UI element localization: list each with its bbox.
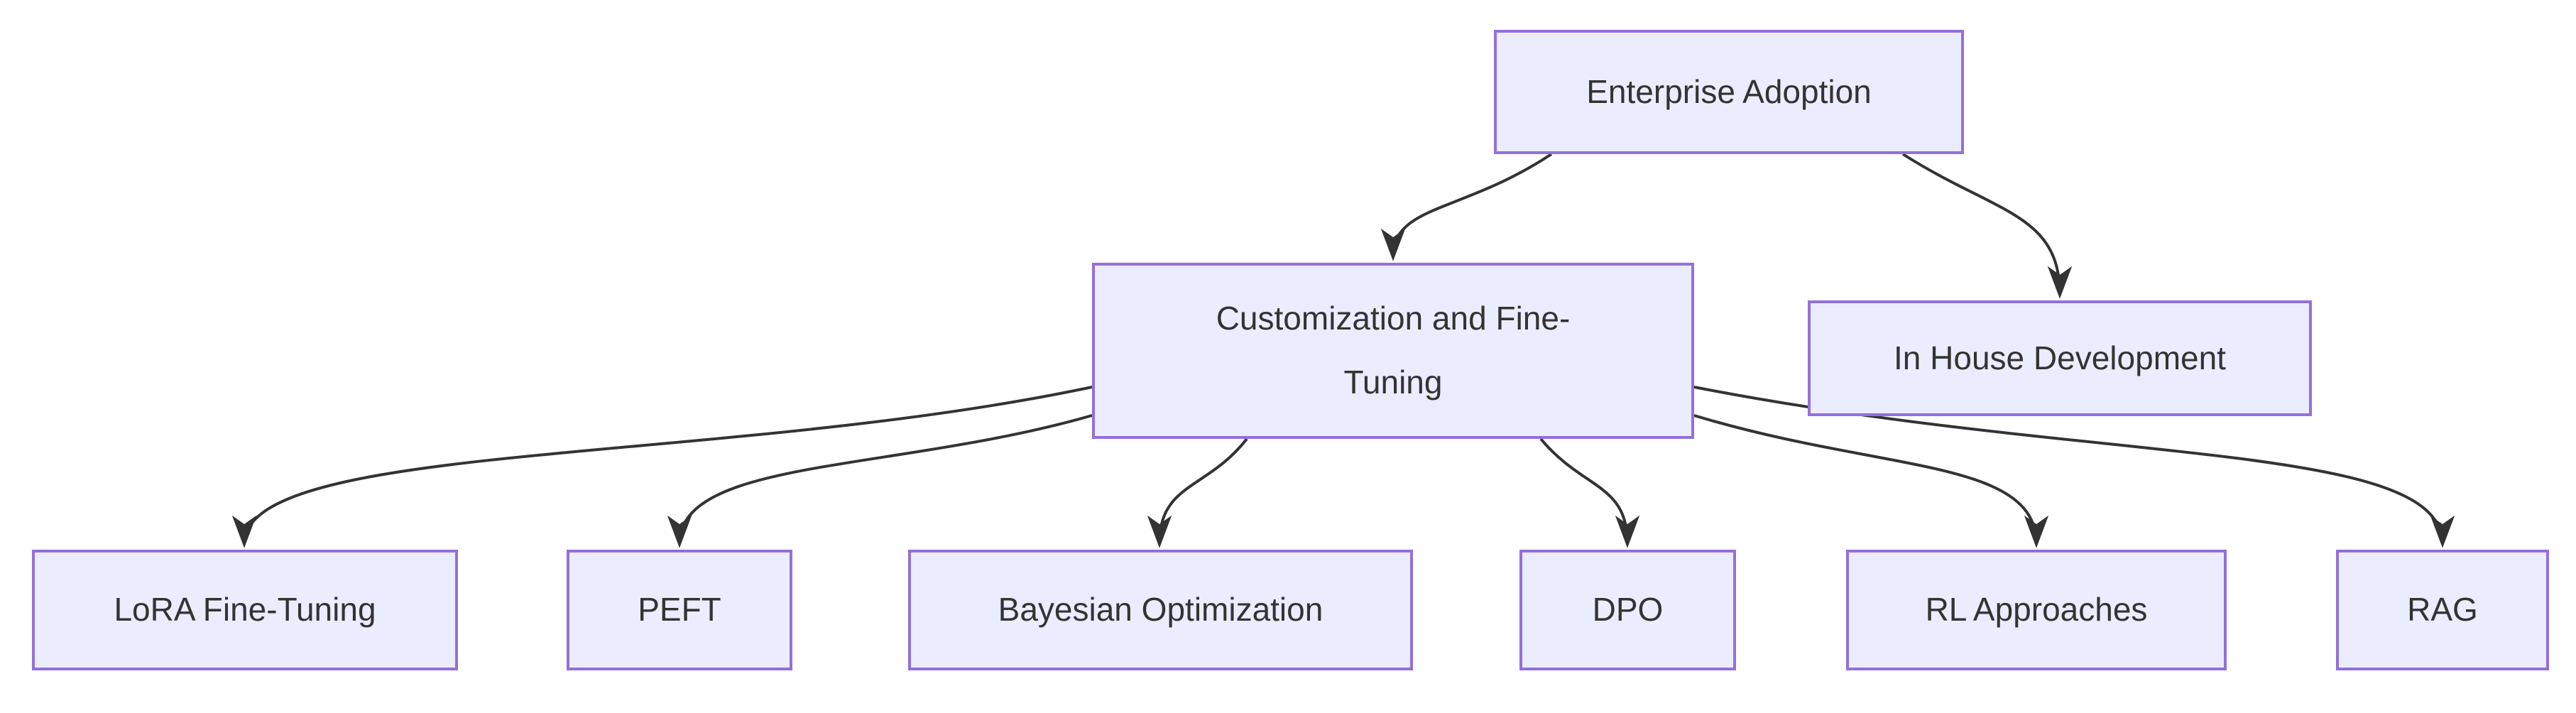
- node-label: Bayesian Optimization: [998, 591, 1324, 628]
- edge-customization-to-peft: [667, 414, 1093, 548]
- edge-customization-to-bayesian: [1147, 437, 1248, 548]
- node-peft: PEFT: [567, 550, 792, 670]
- node-enterprise-adoption: Enterprise Adoption: [1494, 30, 1964, 154]
- node-customization-and-fine-tuning: Customization and Fine-Tuning: [1092, 263, 1694, 439]
- node-label: Customization and Fine-Tuning: [1216, 300, 1571, 401]
- edge-customization-to-dpo: [1539, 437, 1640, 548]
- node-label: LoRA Fine-Tuning: [114, 591, 376, 628]
- node-rag: RAG: [2336, 550, 2549, 670]
- node-dpo: DPO: [1519, 550, 1736, 670]
- node-label: RL Approaches: [1925, 591, 2148, 628]
- node-lora-fine-tuning: LoRA Fine-Tuning: [32, 550, 458, 670]
- node-label: RAG: [2407, 591, 2478, 628]
- node-label: PEFT: [638, 591, 721, 628]
- node-label: In House Development: [1894, 339, 2226, 376]
- edge-customization-to-lora: [231, 386, 1093, 548]
- node-in-house-development: In House Development: [1808, 300, 2312, 416]
- edge-enterprise-to-customization: [1380, 153, 1553, 261]
- node-bayesian-optimization: Bayesian Optimization: [908, 550, 1413, 670]
- node-rl-approaches: RL Approaches: [1846, 550, 2227, 670]
- edge-enterprise-to-inhouse: [1901, 153, 2073, 299]
- node-label: Enterprise Adoption: [1586, 72, 1872, 110]
- edge-customization-to-rl: [1693, 414, 2049, 548]
- node-label: DPO: [1592, 591, 1664, 628]
